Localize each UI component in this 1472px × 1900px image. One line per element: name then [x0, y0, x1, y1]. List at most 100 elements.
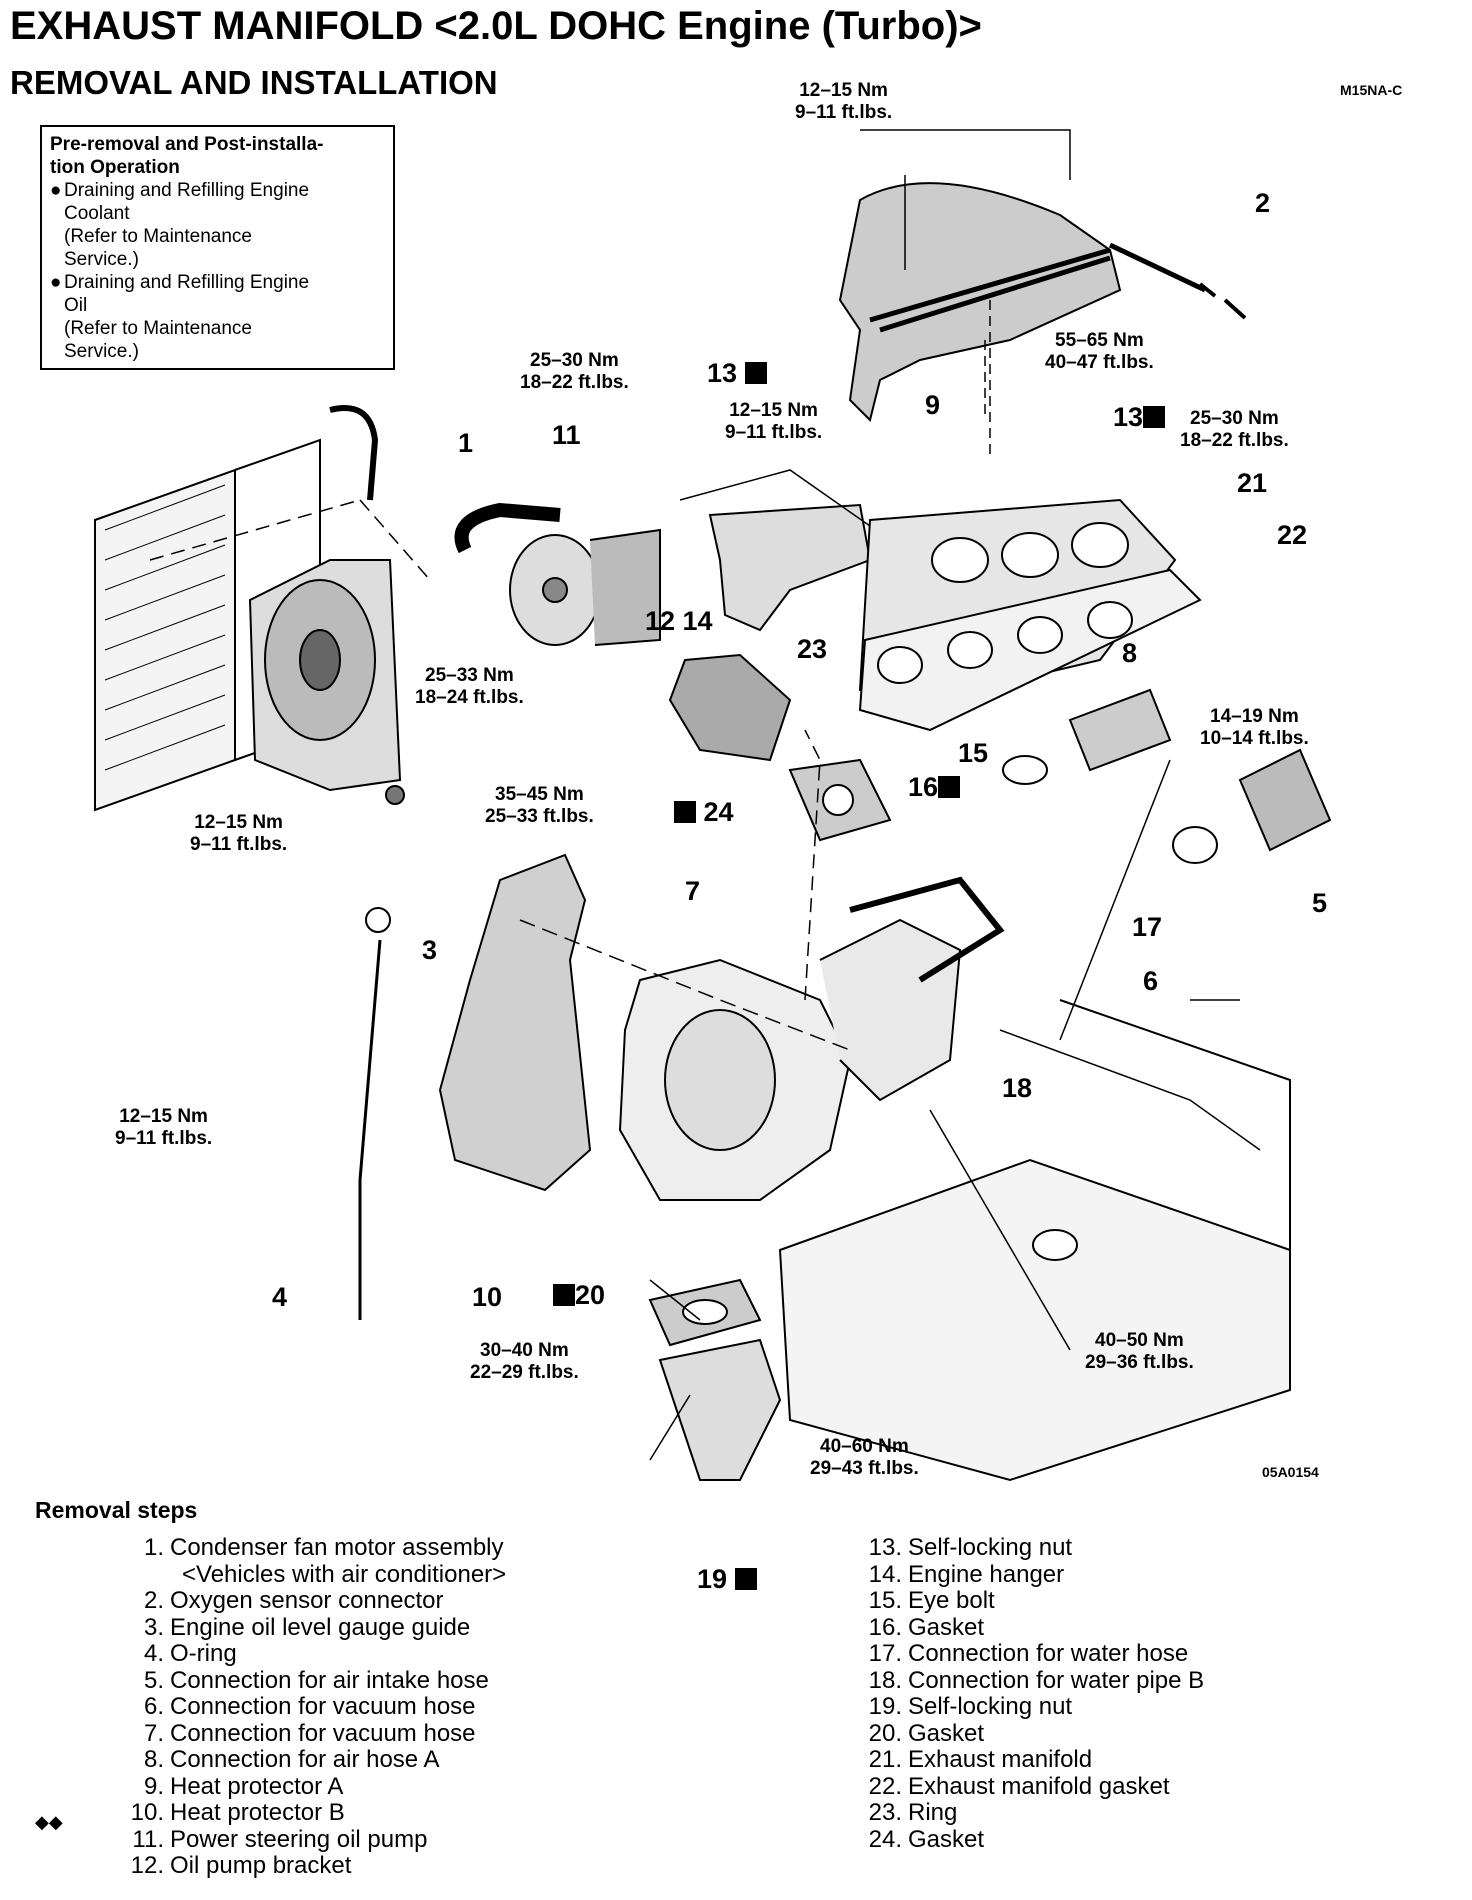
new-part-icon — [744, 362, 767, 384]
part-label-13: 13 — [1113, 402, 1166, 433]
removal-step-item: 15.Eye bolt — [858, 1587, 1204, 1615]
removal-step-item: 8.Connection for air hose A — [120, 1746, 506, 1774]
removal-step-item: 17.Connection for water hose — [858, 1640, 1204, 1668]
condenser-fan-illustration — [149, 405, 431, 805]
removal-step-text: Connection for vacuum hose — [170, 1693, 476, 1720]
part-label-10: 10 — [472, 1282, 503, 1312]
part-label-21: 21 — [1237, 468, 1268, 498]
removal-step-text: Connection for air hose A — [170, 1746, 440, 1773]
double-arrow-icon: ◆◆ — [35, 1812, 63, 1832]
removal-step-text: Heat protector B — [170, 1799, 345, 1826]
part-label-23: 23 — [797, 634, 828, 664]
part-label-17: 17 — [1132, 912, 1163, 942]
part-label-2: 2 — [1255, 188, 1271, 218]
new-part-icon — [553, 1284, 575, 1306]
pre-box-item2-l2: Oil — [64, 295, 88, 316]
section-code: M15NA-C — [1340, 82, 1403, 98]
part-label-15: 15 — [958, 738, 989, 768]
pre-box-title-line2: tion Operation — [50, 157, 180, 178]
new-part-icon — [938, 776, 961, 798]
removal-step-text: Oxygen sensor connector — [170, 1587, 444, 1614]
front-pipe-illustration — [658, 1338, 782, 1481]
removal-step-number: 18. — [868, 1666, 902, 1694]
part-label-9: 9 — [925, 390, 941, 420]
removal-step-text: Connection for water hose — [908, 1640, 1189, 1667]
new-part-icon — [674, 801, 696, 823]
removal-step-number: 22. — [868, 1772, 902, 1800]
part-label-7: 7 — [685, 876, 701, 906]
oil-gauge-guide-illustration — [358, 939, 382, 1320]
removal-step-number: 24. — [868, 1825, 902, 1853]
removal-step-item: 16.Gasket — [858, 1613, 1204, 1642]
removal-step-text: Condenser fan motor assembly — [170, 1534, 504, 1561]
removal-step-number: 5. — [143, 1666, 164, 1694]
removal-step-number: 13. — [868, 1534, 902, 1561]
pre-box-item2: Draining and Refilling Engine — [64, 272, 310, 293]
removal-step-item: 21.Exhaust manifold — [858, 1746, 1204, 1774]
removal-step-text: Ring — [908, 1799, 958, 1826]
removal-step-text: Self-locking nut — [908, 1534, 1073, 1561]
removal-step-text: Connection for vacuum hose — [170, 1719, 476, 1747]
exhaust-manifold-illustration — [858, 498, 1202, 732]
pre-box-title-line1: Pre-removal and Post-installa- — [50, 134, 324, 155]
pre-box-item1-l3: (Refer to Maintenance — [64, 226, 252, 247]
part-label-11: 11 — [552, 420, 581, 450]
removal-step-item: 3.Engine oil level gauge guide — [120, 1613, 506, 1642]
removal-step-text: <Vehicles with air conditioner> — [182, 1560, 507, 1588]
removal-step-item: 19.Self-locking nut — [858, 1693, 1204, 1721]
part-label-4: 4 — [272, 1282, 288, 1312]
pre-box-item2-l3: (Refer to Maintenance — [64, 318, 252, 339]
removal-step-text: Oil pump bracket — [170, 1852, 352, 1879]
removal-step-item: 22.Exhaust manifold gasket — [858, 1772, 1204, 1801]
removal-step-text: Connection for water pipe B — [908, 1666, 1205, 1694]
air-intake-hose-illustration — [1238, 748, 1332, 852]
new-part-icon — [734, 1568, 757, 1590]
part-label-3: 3 — [422, 935, 438, 965]
removal-step-number: 23. — [868, 1799, 902, 1826]
removal-step-number: 4. — [143, 1640, 164, 1667]
removal-step-text: Power steering oil pump — [170, 1825, 428, 1853]
removal-step-text: Self-locking nut — [908, 1693, 1073, 1720]
removal-step-number: 21. — [868, 1746, 902, 1773]
pre-box-item1-l2: Coolant — [64, 203, 130, 224]
removal-step-item: 6.Connection for vacuum hose — [120, 1693, 506, 1721]
page-title: EXHAUST MANIFOLD <2.0L DOHC Engine (Turb… — [10, 4, 982, 48]
pre-removal-box: Pre-removal and Post-installa- tion Oper… — [40, 125, 395, 370]
removal-step-number: 16. — [868, 1613, 902, 1641]
removal-step-number: 7. — [143, 1719, 164, 1747]
removal-step-number: 8. — [143, 1746, 164, 1773]
part-label-18: 18 — [1002, 1073, 1033, 1103]
removal-step-number: 1. — [143, 1534, 164, 1561]
removal-step-number — [120, 1562, 170, 1589]
removal-step-number: 20. — [868, 1719, 902, 1747]
removal-step-item: 12.Oil pump bracket — [120, 1852, 506, 1880]
removal-step-text: Eye bolt — [908, 1587, 995, 1614]
removal-step-item: <Vehicles with air conditioner> — [120, 1560, 507, 1589]
part-label-13: 13 — [707, 358, 767, 389]
removal-step-text: Exhaust manifold gasket — [908, 1772, 1170, 1800]
removal-step-number: 19. — [868, 1693, 902, 1720]
pre-box-item2-l4: Service.) — [64, 341, 139, 362]
removal-step-number: 15. — [868, 1587, 902, 1614]
removal-step-text: Connection for air intake hose — [170, 1666, 489, 1694]
removal-step-text: Gasket — [908, 1719, 985, 1747]
removal-step-item: 20.Gasket — [858, 1719, 1204, 1748]
heat-protector-a-illustration — [838, 182, 1122, 422]
removal-step-item: 2.Oxygen sensor connector — [120, 1587, 506, 1615]
removal-step-item: 24.Gasket — [858, 1825, 1204, 1854]
removal-step-item: 14.Engine hanger — [858, 1560, 1204, 1589]
removal-step-text: Engine oil level gauge guide — [170, 1613, 471, 1641]
removal-step-item: 9.Heat protector A — [120, 1773, 506, 1801]
removal-steps-left: 1.Condenser fan motor assembly<Vehicles … — [120, 1534, 507, 1880]
part-label-19: 19 — [697, 1564, 757, 1595]
removal-step-text: Engine hanger — [908, 1560, 1065, 1588]
removal-step-number: 3. — [143, 1613, 164, 1641]
